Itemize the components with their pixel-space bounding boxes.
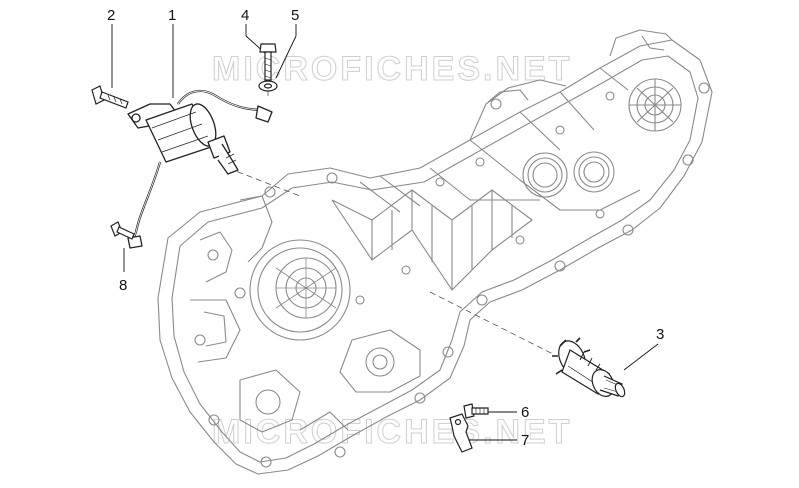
leader-5b — [275, 35, 297, 79]
callout-7: 7 — [521, 432, 530, 449]
leader-lines — [111, 24, 659, 441]
screw-part-6[interactable] — [463, 403, 489, 419]
washer-part-5[interactable] — [258, 80, 278, 92]
watermark-bottom: MICROFICHES.NET — [211, 413, 573, 452]
assembly-center-lines — [121, 60, 556, 356]
callout-2: 2 — [107, 7, 116, 24]
starter-motor-part-1[interactable] — [127, 89, 273, 249]
callout-1: 1 — [168, 7, 177, 24]
callout-8: 8 — [119, 277, 128, 294]
starter-gear-part-3[interactable] — [552, 337, 627, 400]
screw-part-8[interactable] — [110, 221, 135, 240]
callout-5: 5 — [291, 7, 300, 24]
callout-3: 3 — [656, 326, 665, 343]
callout-6: 6 — [521, 404, 530, 421]
bolt-part-4[interactable] — [259, 43, 277, 81]
screw-part-2[interactable] — [91, 85, 129, 109]
bracket-part-7[interactable] — [449, 413, 473, 453]
callout-4: 4 — [241, 7, 250, 24]
crankcase-housing — [157, 29, 713, 475]
leader-3 — [623, 343, 659, 371]
